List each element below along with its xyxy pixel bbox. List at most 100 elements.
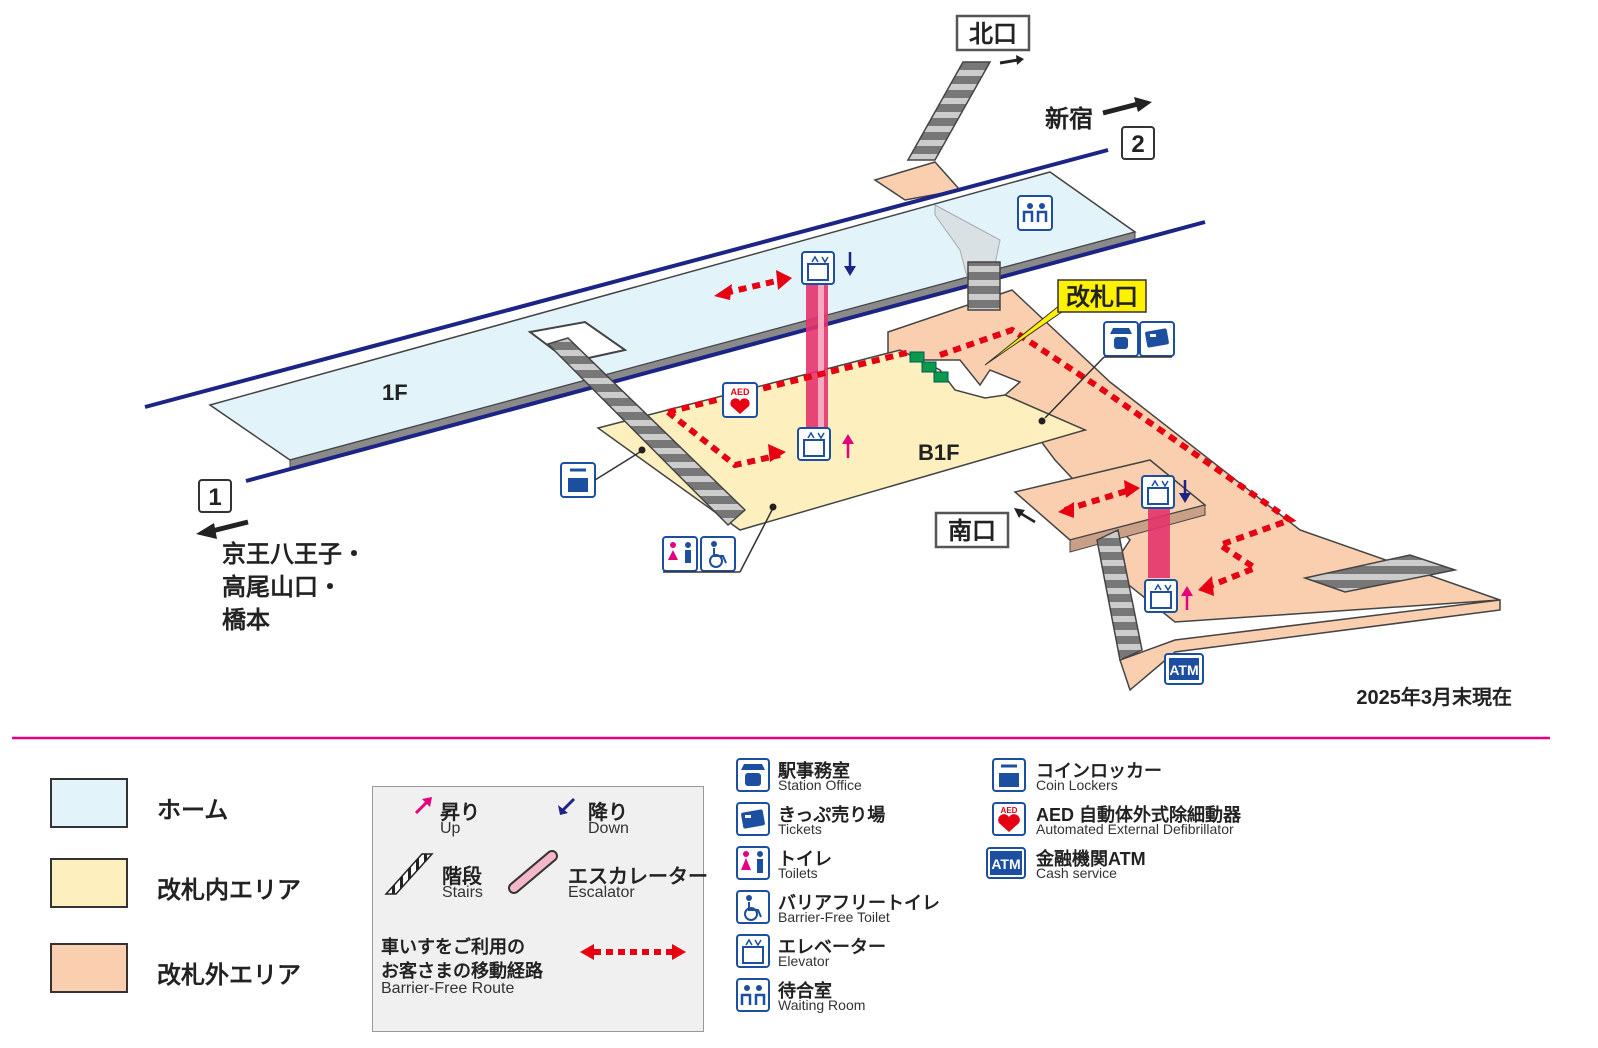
key-down-jp: 降り (588, 802, 628, 824)
elevator-shaft-main (806, 282, 828, 430)
key-route-en: Barrier-Free Route (381, 980, 515, 997)
facility-jp: きっぷ売り場 (778, 805, 886, 825)
svg-text:北口: 北口 (969, 21, 1017, 48)
escalator-icon (508, 850, 558, 894)
wheelchair-icon (736, 890, 770, 924)
elevator-shaft-south (1148, 506, 1170, 578)
svg-text:南口: 南口 (948, 518, 996, 545)
down-arrow-icon (1179, 480, 1191, 503)
facility-jp: バリアフリートイレ (778, 893, 940, 913)
up-arrow-icon (842, 434, 854, 458)
facility-en: Station Office (778, 777, 862, 793)
svg-text:AED: AED (730, 387, 750, 397)
stairs-icon (384, 853, 434, 895)
up-arrow-icon (414, 797, 432, 815)
direction-hashimoto: 橋本 (222, 607, 270, 634)
station-office-icon (1103, 321, 1139, 357)
waiting-room-icon (1017, 195, 1053, 231)
aed-icon: AED (722, 382, 758, 418)
track-line-1 (144, 148, 1109, 409)
key-escalator-jp: エスカレーター (568, 866, 708, 888)
coin-locker-icon (992, 758, 1026, 792)
floor-label-b1f: B1F (918, 440, 960, 465)
elevator-icon (736, 934, 770, 968)
key-route-jp-line1: 車いすをご利用の (381, 937, 525, 957)
facility-en: Elevator (778, 953, 830, 969)
south-stairs (1096, 528, 1143, 662)
legend-swatch-inside-gate (50, 858, 128, 908)
svg-text:AED: AED (1001, 806, 1018, 815)
legend-label-outside-gate: 改札外エリア (157, 962, 301, 989)
barrier-free-route (666, 276, 1297, 591)
up-arrow-icon (1181, 586, 1193, 610)
direction-takaosanguchi: 高尾山口・ (222, 573, 342, 601)
key-stairs-jp: 階段 (442, 866, 482, 888)
direction-arrow-icon (1102, 97, 1152, 116)
ticket-icon (736, 802, 770, 836)
down-arrow-icon (558, 797, 576, 815)
toilet-icon (662, 536, 698, 572)
floor-label-1f: 1F (382, 380, 408, 405)
wheelchair-icon (700, 536, 736, 572)
down-arrow-icon (844, 252, 856, 276)
facility-jp: AED 自動体外式除細動器 (1036, 805, 1242, 825)
north-exit[interactable]: 北口 (955, 14, 1031, 52)
station-office-icon (736, 758, 770, 792)
facility-en: Coin Lockers (1036, 777, 1118, 793)
facility-en: Cash service (1036, 865, 1117, 881)
facility-jp: 駅事務室 (778, 761, 850, 781)
legend-swatch-outside-gate (50, 943, 128, 993)
key-up-en: Up (440, 820, 461, 837)
south-exit[interactable]: 南口 (934, 511, 1010, 549)
south-exit-arrow-icon (1014, 508, 1036, 524)
elevator-icon (801, 251, 835, 285)
direction-shinjuku: 新宿 (1045, 105, 1093, 133)
direction-arrow-icon (196, 519, 249, 539)
elevator-icon (1141, 475, 1175, 509)
svg-text:改札口: 改札口 (1066, 284, 1138, 311)
atm-icon: ATM (986, 847, 1026, 879)
facility-jp: 金融機関ATM (1036, 849, 1146, 869)
as-of-date: 2025年3月末現在 (1356, 685, 1512, 709)
key-up-jp: 昇り (440, 802, 480, 824)
legend-swatch-platform (50, 778, 128, 828)
facility-en: Tickets (778, 821, 822, 837)
north-stairs (906, 61, 1001, 311)
elevator-icon (1144, 579, 1178, 613)
facility-en: Automated External Defibrillator (1036, 821, 1234, 837)
svg-text:2: 2 (1131, 131, 1144, 158)
key-stairs-en: Stairs (442, 884, 483, 901)
svg-text:ATM: ATM (991, 856, 1020, 872)
outside-gate-area-south (1119, 599, 1501, 692)
barrier-free-route-icon (580, 944, 686, 960)
waiting-room-icon (736, 978, 770, 1012)
track-number-2: 2 (1121, 126, 1155, 160)
elevator-icon (797, 427, 831, 461)
key-route-jp-line2: お客さまの移動経路 (381, 961, 543, 981)
key-escalator-en: Escalator (568, 884, 635, 901)
facility-en: Barrier-Free Toilet (778, 909, 890, 925)
coin-locker-icon (560, 462, 596, 498)
ticket-gates (909, 351, 949, 383)
facility-jp: コインロッカー (1036, 761, 1162, 781)
platform-stairs (546, 337, 747, 527)
north-exit-arrow-icon (999, 55, 1024, 65)
svg-text:ATM: ATM (1169, 662, 1198, 678)
legend-label-platform: ホーム (157, 797, 229, 824)
key-down-en: Down (588, 820, 629, 837)
key-panel (372, 786, 704, 1032)
facility-jp: 待合室 (778, 981, 832, 1001)
facility-jp: エレベーター (778, 937, 886, 957)
track-number-1: 1 (198, 479, 232, 513)
facility-en: Toilets (778, 865, 818, 881)
station-map: AED ATM 1F B1F 北口 新宿 (12, 14, 1550, 740)
southeast-stairs (1302, 554, 1458, 593)
legend-label-inside-gate: 改札内エリア (157, 877, 301, 904)
track-line-2 (245, 220, 1206, 483)
atm-icon: ATM (1164, 653, 1204, 685)
ticket-icon (1139, 321, 1175, 357)
facility-jp: トイレ (778, 849, 832, 869)
direction-keio-hachioji: 京王八王子・ (222, 540, 366, 568)
facility-en: Waiting Room (778, 997, 866, 1013)
svg-text:1: 1 (208, 484, 221, 511)
